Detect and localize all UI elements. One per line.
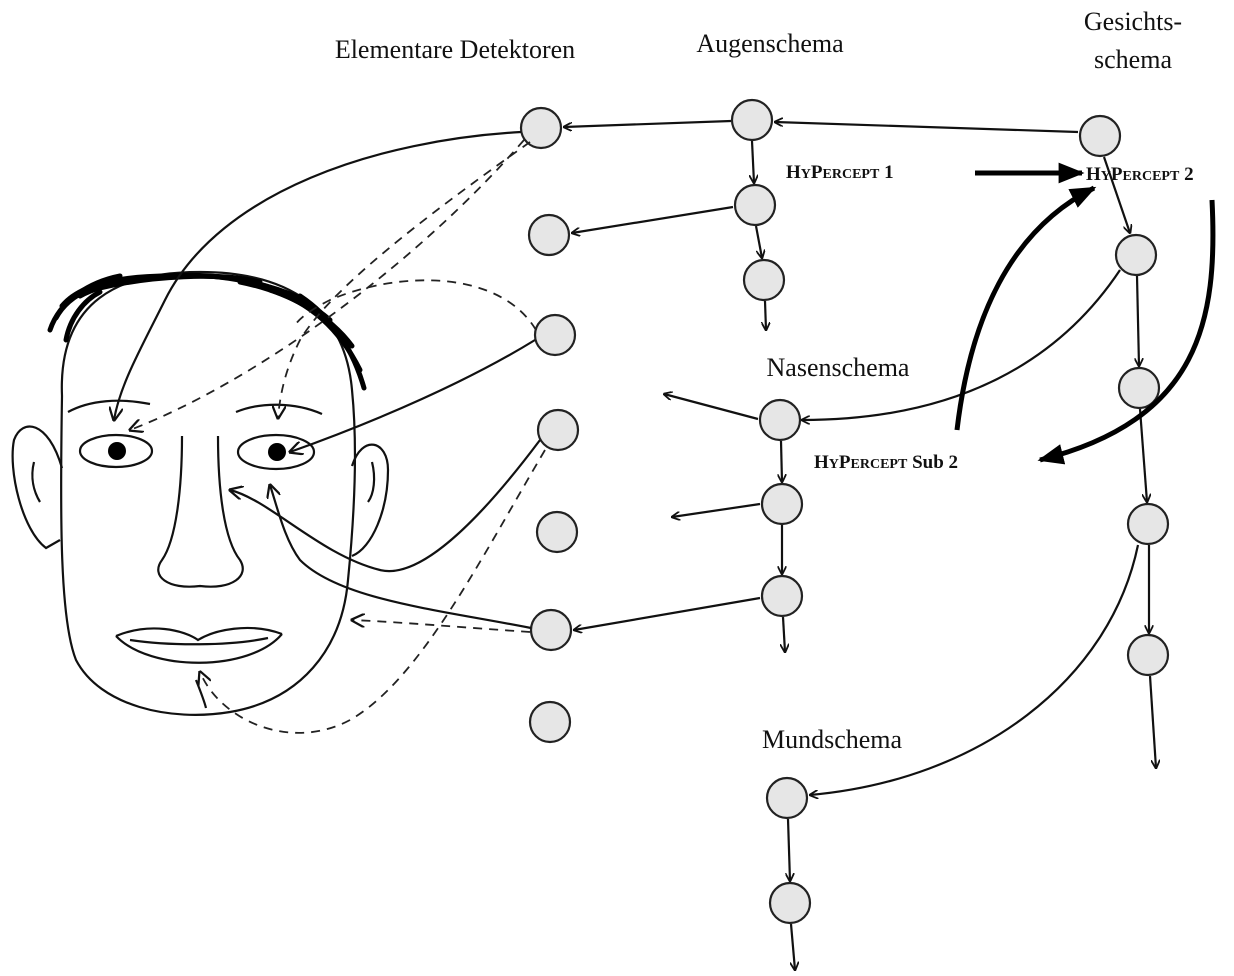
hypercept-1-label: HYPERCEPT 1 (786, 162, 894, 183)
mundschema-label: Mundschema (762, 725, 903, 754)
face-drawing (13, 272, 388, 715)
hypercept-2-label: HYPERCEPT 2 (1086, 164, 1194, 185)
header-gesichtsschema-line1: Gesichts- (1084, 7, 1182, 36)
header-augenschema: Augenschema (696, 29, 844, 58)
left-ear (13, 427, 62, 548)
nasen-node-1 (760, 400, 800, 440)
detector-node-7 (530, 702, 570, 742)
hair (50, 275, 364, 388)
detector-node-2 (529, 215, 569, 255)
header-elementare-detektoren: Elementare Detektoren (335, 35, 575, 64)
augen-node-3 (744, 260, 784, 300)
detector-node-4 (538, 410, 578, 450)
head-outline (61, 272, 355, 715)
nasenschema-label: Nasenschema (767, 353, 910, 382)
gesicht-node-1 (1080, 116, 1120, 156)
detector-face-edges (114, 132, 540, 628)
hypercept-sub-2-label: HYPERCEPT Sub 2 (814, 452, 958, 473)
gesicht-node-2 (1116, 235, 1156, 275)
detector-node-3 (535, 315, 575, 355)
nasen-node-3 (762, 576, 802, 616)
gesicht-node-5 (1128, 635, 1168, 675)
gesicht-node-4 (1128, 504, 1168, 544)
left-pupil (108, 442, 126, 460)
detector-node-5 (537, 512, 577, 552)
augen-node-1 (732, 100, 772, 140)
header-gesichtsschema-line2: schema (1094, 45, 1172, 74)
augen-node-2 (735, 185, 775, 225)
right-pupil (268, 443, 286, 461)
mund-node-1 (767, 778, 807, 818)
detector-node-6 (531, 610, 571, 650)
detector-node-1 (521, 108, 561, 148)
mund-node-2 (770, 883, 810, 923)
hypercept-edges (957, 173, 1213, 460)
schema-edges (564, 121, 1156, 970)
nasen-node-2 (762, 484, 802, 524)
nose (158, 436, 243, 587)
left-eyebrow (68, 401, 150, 412)
mouth-upper-lip (116, 628, 282, 640)
